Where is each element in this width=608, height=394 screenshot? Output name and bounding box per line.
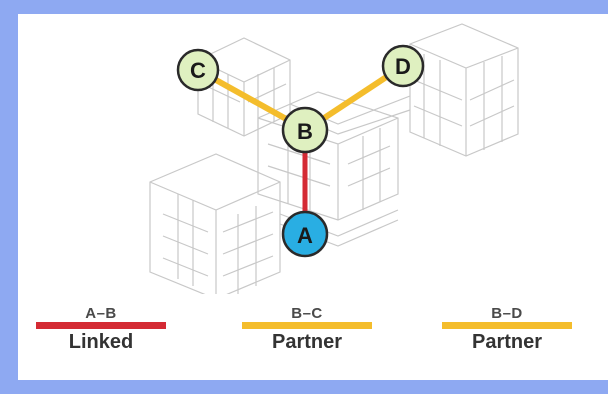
legend-key: A–B <box>85 305 117 322</box>
node-a: A <box>281 210 329 258</box>
legend-item-linked: A–B Linked <box>36 305 166 353</box>
legend-item-partner-bc: B–C Partner <box>242 305 372 353</box>
legend-key: B–C <box>291 305 323 322</box>
node-d-label: D <box>395 54 411 79</box>
node-d: D <box>381 44 425 88</box>
node-b-label: B <box>297 119 313 144</box>
legend-item-partner-bd: B–D Partner <box>442 305 572 353</box>
legend-swatch-partner <box>242 322 372 329</box>
legend-swatch-linked <box>36 322 166 329</box>
diagram-panel: C D B A A–B Linked B–C Partner B–D Partn… <box>18 14 608 380</box>
legend-swatch-partner <box>442 322 572 329</box>
node-c: C <box>176 48 220 92</box>
node-b: B <box>281 106 329 154</box>
legend-description: Linked <box>68 331 134 353</box>
building-illustration <box>149 23 519 294</box>
node-a-label: A <box>297 223 313 248</box>
node-c-label: C <box>190 58 206 83</box>
building-network-diagram: C D B A <box>149 23 519 294</box>
legend-description: Partner <box>271 331 343 353</box>
legend-key: B–D <box>491 305 523 322</box>
legend-description: Partner <box>471 331 543 353</box>
